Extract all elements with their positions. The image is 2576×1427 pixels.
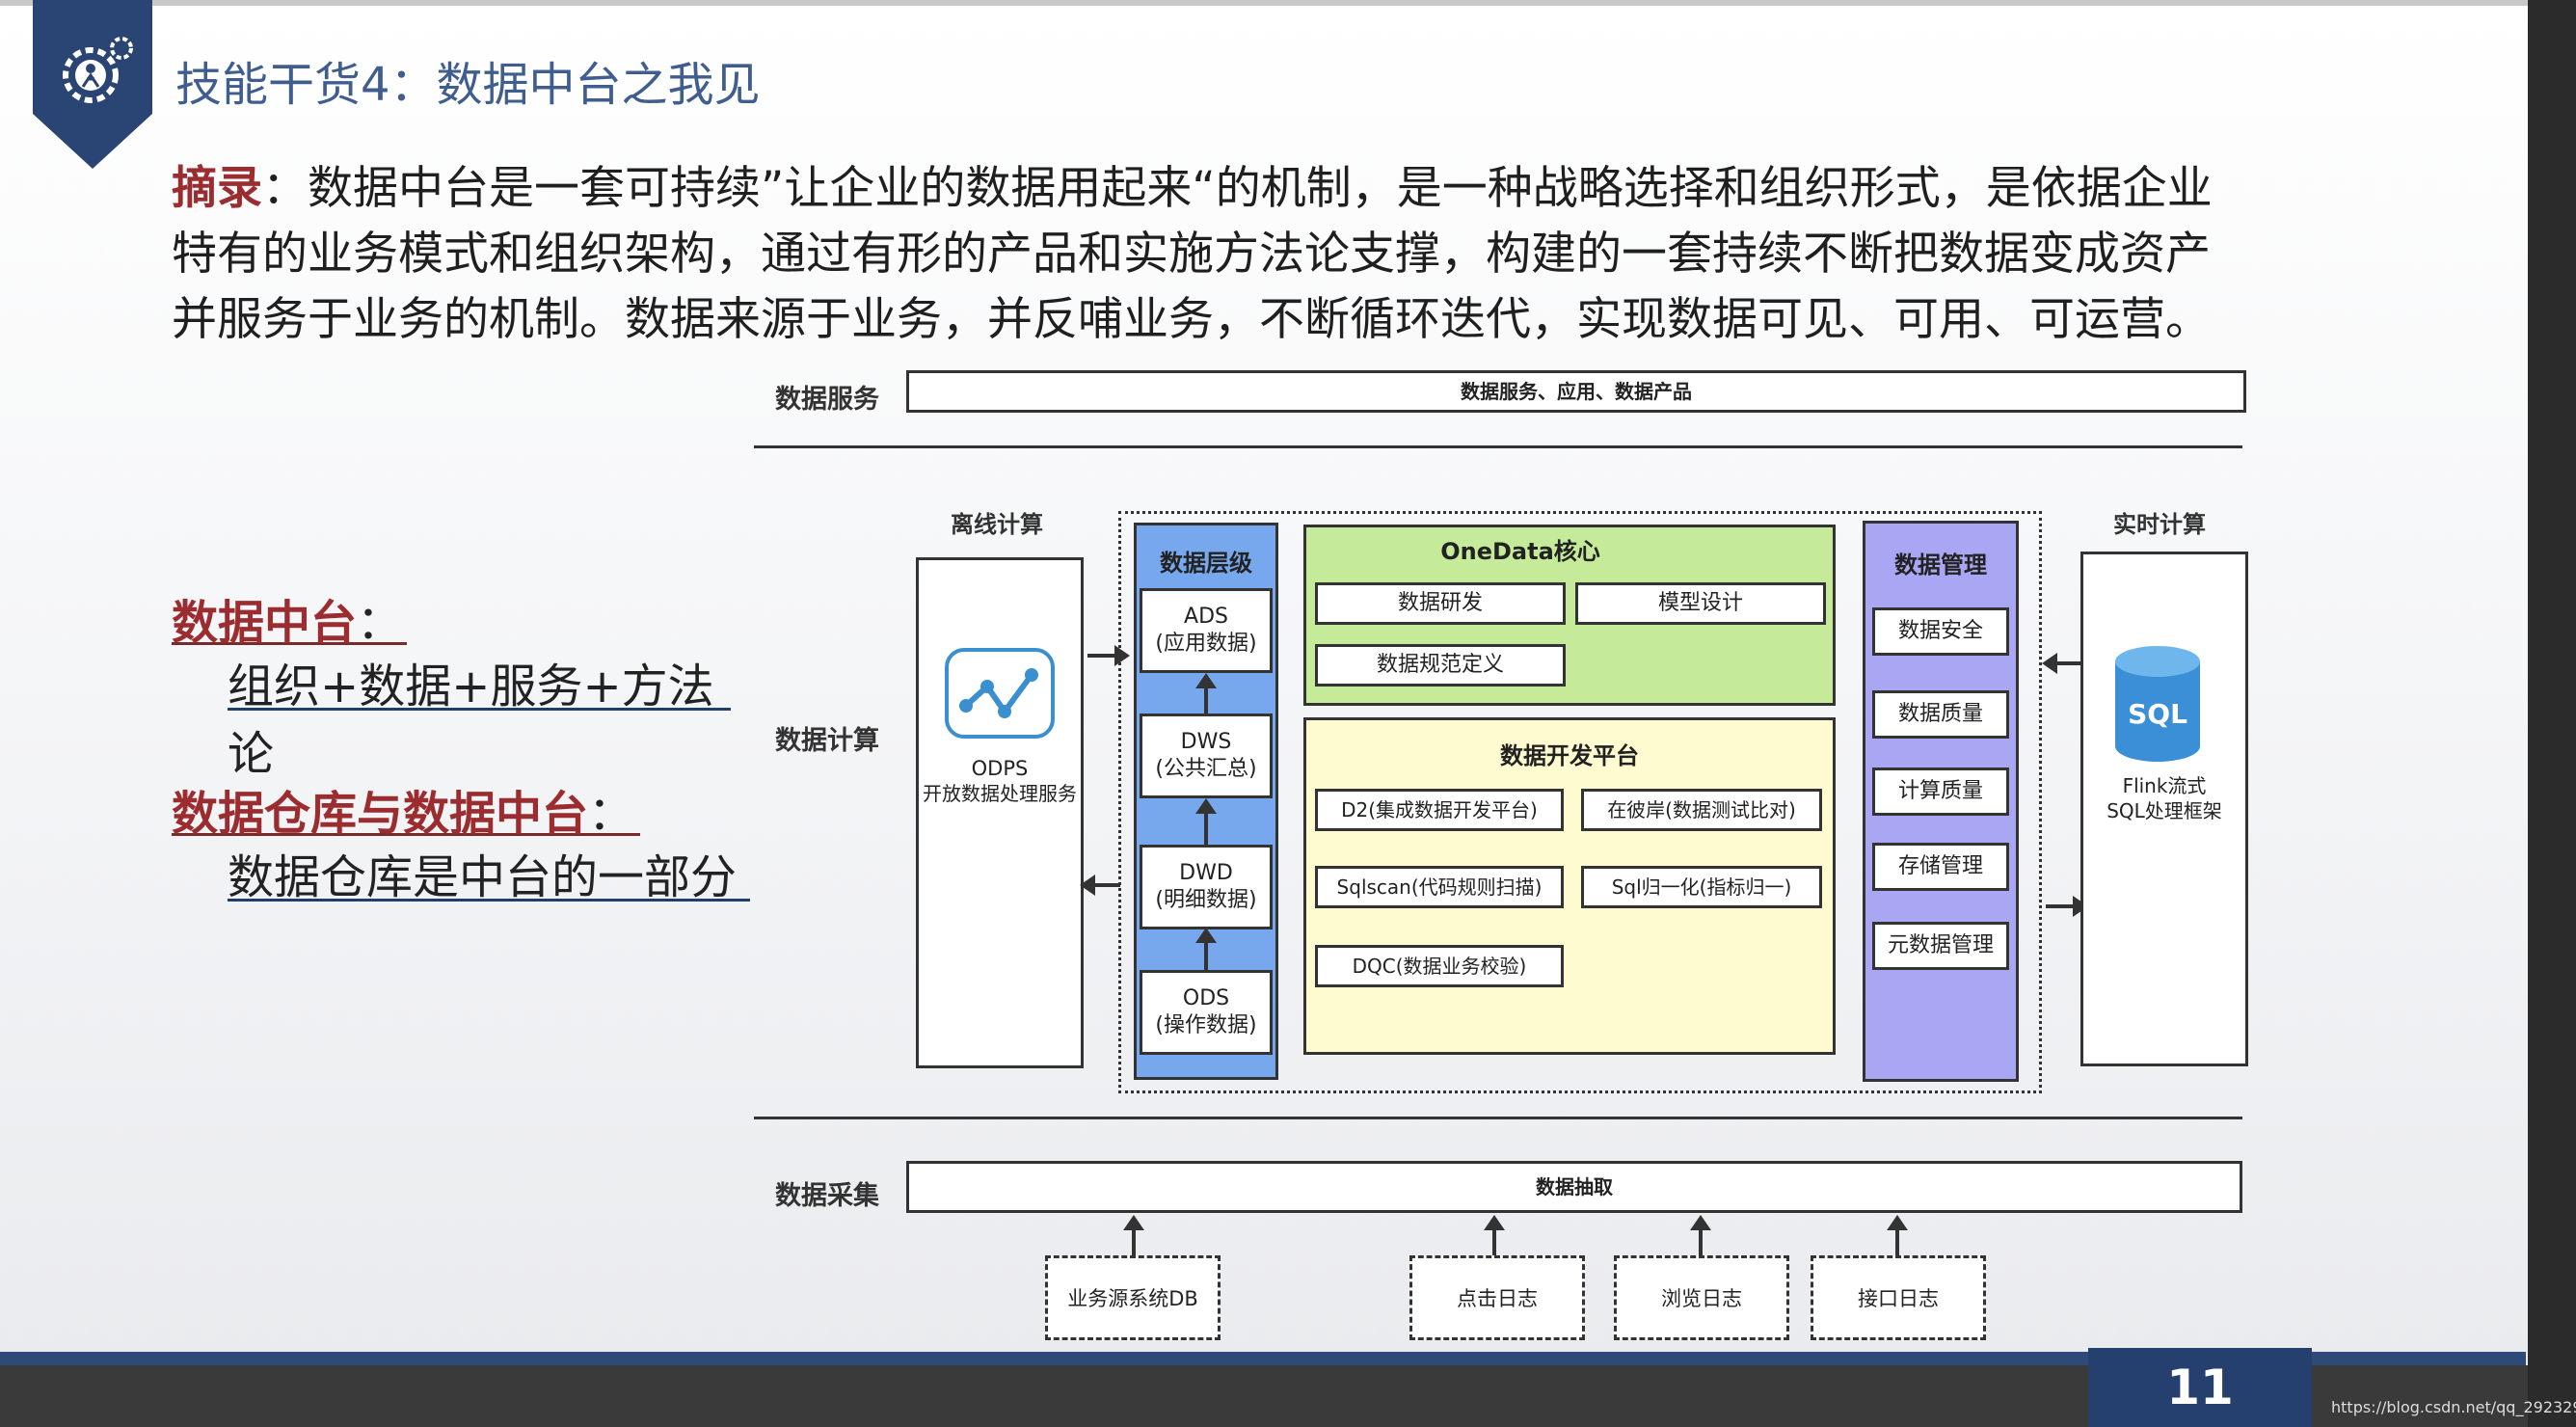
odps-icon — [945, 648, 1055, 739]
dev-platform-header: 数据开发平台 — [1500, 742, 1639, 769]
arrow-browse-up — [1690, 1215, 1711, 1257]
mgmt-item-storage: 存储管理 — [1872, 843, 2009, 891]
side-item-1-heading: 数据中台： — [172, 584, 407, 650]
dev-item-dqc: DQC(数据业务校验) — [1315, 945, 1564, 987]
right-edge-bar — [2528, 0, 2576, 1427]
realtime-box — [2080, 552, 2248, 1066]
arrow-api-up — [1887, 1215, 1908, 1257]
management-header: 数据管理 — [1894, 552, 1987, 579]
collect-label: 数据采集 — [775, 1181, 879, 1211]
dev-item-normalize: Sql归一化(指标归一) — [1581, 866, 1822, 908]
mgmt-item-quality: 数据质量 — [1872, 690, 2009, 739]
source-click-log: 点击日志 — [1409, 1255, 1585, 1340]
excerpt-line-1: ：数据中台是一套可持续”让企业的数据用起来“的机制，是一种战略选择和组织形式，是… — [262, 162, 2213, 215]
top-border — [0, 0, 2576, 6]
mgmt-item-security: 数据安全 — [1872, 607, 2009, 656]
odps-name: ODPS — [971, 757, 1029, 780]
offline-header: 离线计算 — [951, 511, 1043, 538]
extract-box: 数据抽取 — [906, 1161, 2242, 1213]
arrow-ods-to-dwd — [1195, 928, 1217, 970]
layer-ods: ODS(操作数据) — [1140, 970, 1273, 1055]
page-number: 11 — [2088, 1348, 2312, 1427]
dev-item-sqlscan: Sqlscan(代码规则扫描) — [1315, 866, 1564, 908]
footer-bar — [0, 1352, 2526, 1365]
arrow-dws-to-ads — [1195, 673, 1217, 714]
onedata-item-spec: 数据规范定义 — [1315, 644, 1566, 687]
mgmt-item-compute-quality: 计算质量 — [1872, 767, 2009, 816]
sql-icon-text: SQL — [2128, 698, 2187, 730]
arrow-offline-to-core — [1087, 645, 1130, 666]
layer-ads: ADS(应用数据) — [1140, 588, 1273, 673]
side-item-2-value: 数据仓库是中台的一部分 — [228, 839, 750, 904]
divider-bottom — [754, 1117, 2242, 1119]
service-box: 数据服务、应用、数据产品 — [906, 370, 2246, 413]
service-label: 数据服务 — [775, 385, 879, 415]
arrow-core-to-realtime — [2046, 896, 2088, 917]
sql-database-icon: SQL — [2115, 646, 2200, 762]
excerpt-line-3: 并服务于业务的机制。数据来源于业务，并反哺业务，不断循环迭代，实现数据可见、可用… — [172, 293, 2211, 346]
excerpt-key: 摘录 — [172, 162, 262, 215]
source-url: https://blog.csdn.net/qq_29232943 — [2331, 1398, 2576, 1416]
arrow-click-up — [1484, 1215, 1505, 1257]
layers-header: 数据层级 — [1160, 550, 1252, 577]
source-browse-log: 浏览日志 — [1614, 1255, 1789, 1340]
source-api-log: 接口日志 — [1811, 1255, 1986, 1340]
source-db: 业务源系统DB — [1045, 1255, 1221, 1340]
core-container — [1118, 511, 2042, 1093]
gear-person-logo-icon — [33, 0, 152, 169]
offline-box — [916, 557, 1084, 1068]
arrow-db-up — [1123, 1215, 1144, 1257]
realtime-header: 实时计算 — [2113, 511, 2206, 538]
excerpt-paragraph: 摘录：数据中台是一套可持续”让企业的数据用起来“的机制，是一种战略选择和组织形式… — [172, 156, 2341, 353]
mgmt-item-metadata: 元数据管理 — [1872, 922, 2009, 970]
divider-top — [754, 445, 2242, 448]
onedata-item-model: 模型设计 — [1575, 582, 1826, 625]
arrow-dwd-to-dws — [1195, 798, 1217, 845]
layer-dws: DWS(公共汇总) — [1140, 714, 1273, 798]
realtime-desc-1: Flink流式 — [2122, 774, 2207, 797]
arrow-realtime-to-core — [2042, 653, 2082, 674]
odps-desc: 开放数据处理服务 — [923, 782, 1077, 805]
onedata-header: OneData核心 — [1440, 538, 1600, 565]
dev-item-d2: D2(集成数据开发平台) — [1315, 789, 1564, 831]
dev-item-compare: 在彼岸(数据测试比对) — [1581, 789, 1822, 831]
arrow-core-to-offline — [1080, 875, 1120, 896]
compute-label: 数据计算 — [775, 726, 879, 756]
side-item-1-value: 组织+数据+服务+方法论 — [228, 648, 731, 781]
onedata-item-dev: 数据研发 — [1315, 582, 1566, 625]
side-item-2-heading: 数据仓库与数据中台： — [172, 775, 640, 841]
excerpt-line-2: 特有的业务模式和组织架构，通过有形的产品和实施方法论支撑，构建的一套持续不断把数… — [172, 228, 2211, 281]
slide-title: 技能干货4：数据中台之我见 — [175, 58, 761, 112]
realtime-desc-2: SQL处理框架 — [2106, 799, 2222, 822]
layer-dwd: DWD(明细数据) — [1140, 845, 1273, 929]
